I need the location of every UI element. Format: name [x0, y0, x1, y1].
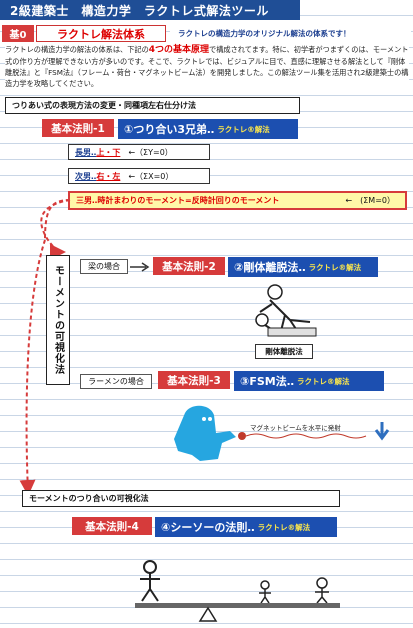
rule-eldest-dir: 上・下 [96, 147, 121, 157]
law1-name: ①つり合い3兄弟‥ラクトレ®解法 [118, 119, 298, 139]
law3-title: ③FSM法‥ [240, 375, 295, 388]
intro-text-a: ラクトレの構造力学の解法の体系は、下記の [5, 45, 149, 54]
arrow-right-icon [130, 262, 150, 272]
law4-name: ④シーソーの法則‥ラクトレ®解法 [155, 517, 337, 537]
rule-second-role: 次男‥ [75, 171, 97, 181]
dashed-arrow-lower [19, 239, 46, 496]
law1-title: ①つり合い3兄弟‥ [124, 123, 215, 136]
law4-title: ④シーソーの法則‥ [161, 521, 255, 534]
law3-name: ③FSM法‥ラクトレ®解法 [234, 371, 384, 391]
rigid-caption: 剛体離脱法 [255, 344, 313, 359]
intro-text: ラクトレの構造力学の解法の体系は、下記の4つの基本原理で構成されてます。特に、初… [5, 44, 409, 90]
ramen-case-label: ラーメンの場合 [80, 374, 152, 389]
dashed-arrow-origin [44, 199, 71, 241]
intro-text-b: で構成されてます。特に、初学者がつまずくのは、モーメント式の作り方が理解できない… [5, 45, 409, 88]
section-header: つりあい式の表現方法の変更・同種項左右仕分け法 [5, 97, 300, 114]
rule-eldest-eq: ←（ΣY=0） [128, 147, 173, 157]
law1-label: 基本法則-1 [42, 119, 114, 137]
seesaw-illustration [135, 560, 340, 622]
rule-second: 次男‥右・左 ←（ΣX=0） [68, 168, 210, 184]
rule-second-dir: 右・左 [96, 171, 121, 181]
beam-case-label: 梁の場合 [80, 259, 128, 274]
law4-label: 基本法則-4 [72, 517, 152, 535]
moment-section-header: モーメントのつり合いの可視化法 [22, 490, 340, 507]
section-badge: 基0 [2, 25, 34, 42]
rule-third: 三男‥時計まわりのモーメント=反時計回りのモーメント ← (ΣM=0） [68, 191, 407, 210]
rigid-body-illustration [255, 284, 317, 337]
dashed-arrow-upper [40, 199, 71, 260]
magnet-beam-label: マグネットビームを水平に発射 [250, 422, 370, 432]
intro-highlight: 4つの基本原理 [148, 45, 210, 55]
vertical-label: モーメントの可視化法 [46, 255, 70, 385]
rule-eldest-role: 長男‥ [75, 147, 97, 157]
fsm-figure-illustration [174, 405, 236, 461]
rule-third-text: 三男‥時計まわりのモーメント=反時計回りのモーメント [76, 196, 280, 205]
system-title: ラクトレ解法体系 [36, 25, 166, 42]
rule-eldest: 長男‥上・下 ←（ΣY=0） [68, 144, 210, 160]
law4-suffix: ラクトレ®解法 [257, 522, 311, 532]
law1-suffix: ラクトレ®解法 [217, 124, 270, 134]
law2-label: 基本法則-2 [153, 257, 225, 275]
law3-label: 基本法則-3 [158, 371, 230, 389]
law2-suffix: ラクトレ®解法 [308, 262, 362, 272]
magnet-beam-line [238, 422, 390, 441]
rule-third-eq: ← (ΣM=0） [345, 196, 395, 205]
page-title: 2級建築士 構造力学 ラクトレ式解法ツール [0, 0, 300, 20]
law2-name: ②剛体離脱法‥ラクトレ®解法 [228, 257, 378, 277]
law2-title: ②剛体離脱法‥ [234, 261, 306, 274]
rule-second-eq: ←（ΣX=0） [128, 171, 174, 181]
law3-suffix: ラクトレ®解法 [297, 376, 350, 386]
tagline: ラクトレの構造力学のオリジナル解法の体系です！ [170, 25, 411, 42]
